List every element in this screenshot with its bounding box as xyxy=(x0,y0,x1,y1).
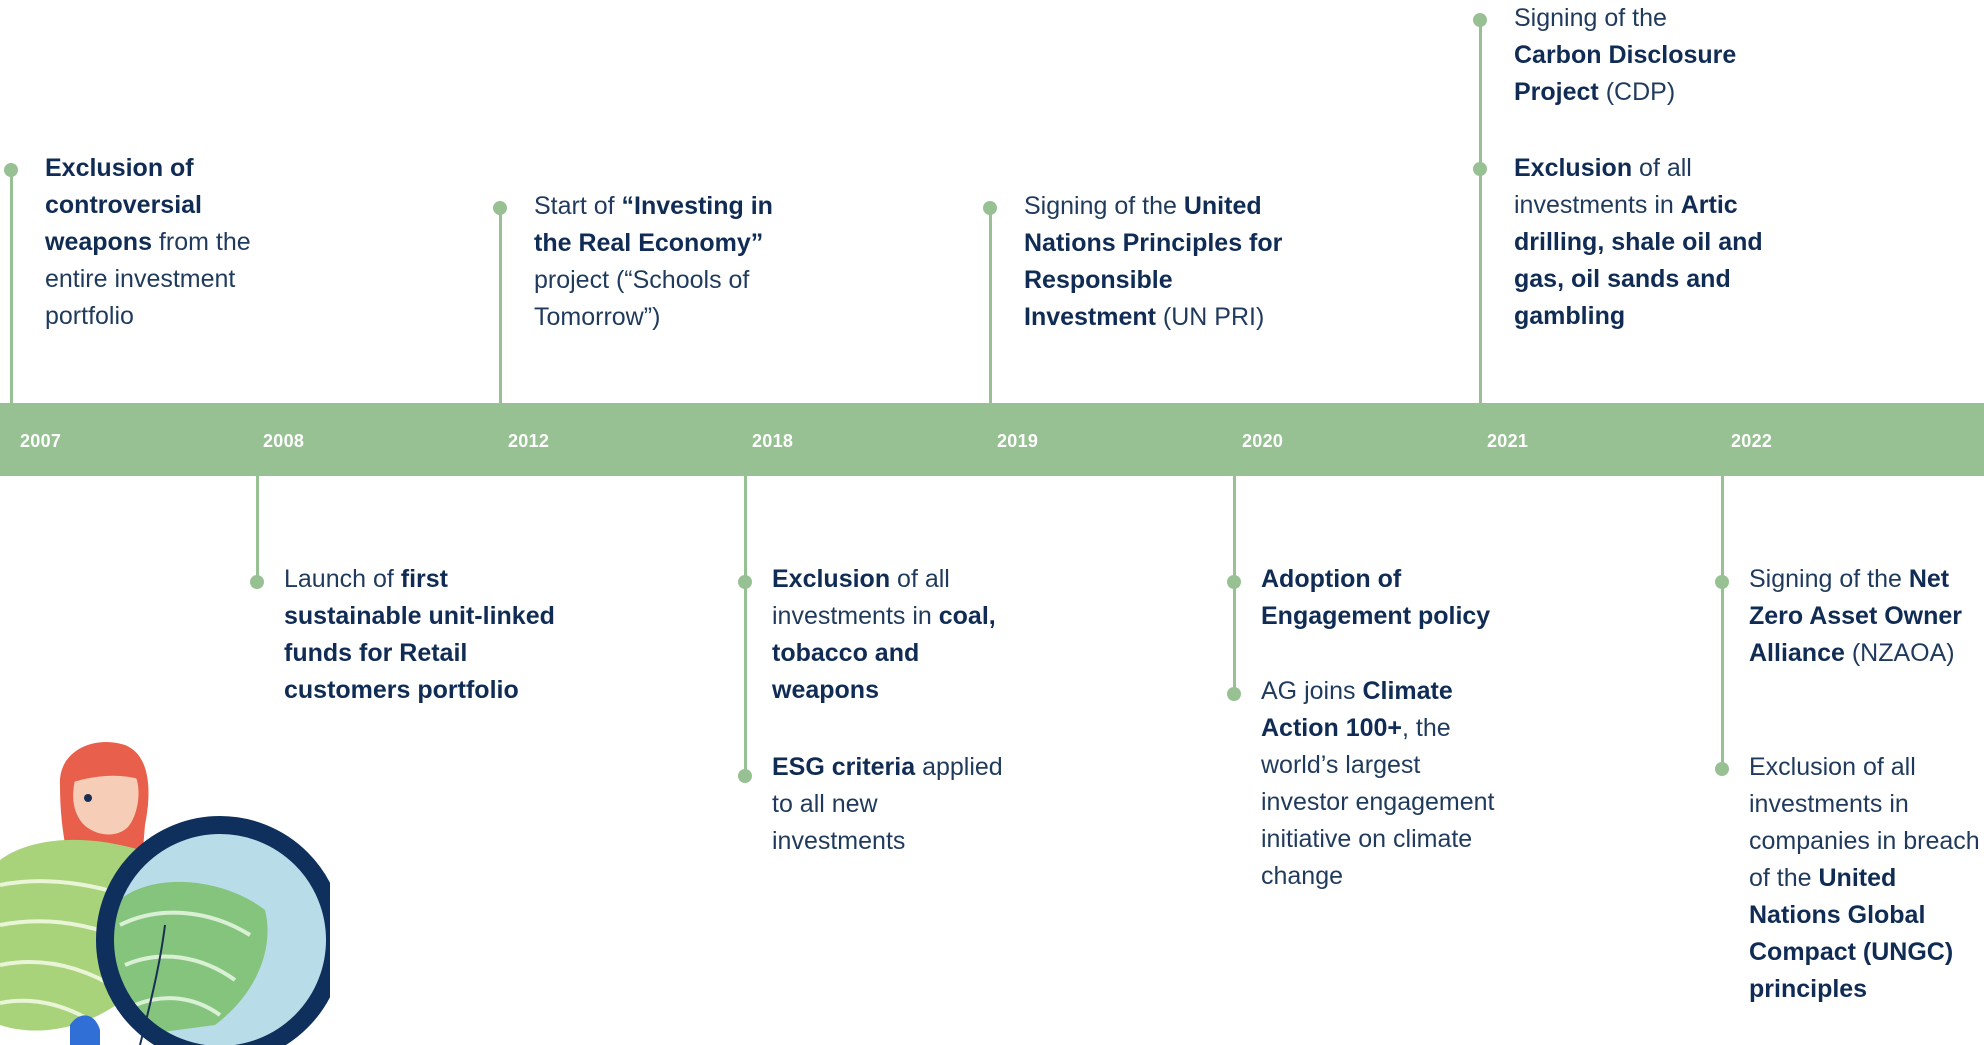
event-2022-nzaoa-bold: Net Zero Asset Owner Alliance xyxy=(1749,565,1963,667)
marker-2008 xyxy=(250,575,264,589)
event-2021-cdp-bold: Carbon Disclosure Project xyxy=(1514,41,1737,106)
year-label-2020: 2020 xyxy=(1242,431,1284,451)
year-label-2007: 2007 xyxy=(20,431,62,451)
event-2020-ca100: AG joins Climate Action 100+, the world’… xyxy=(1261,677,1495,890)
event-2020-engagement: Adoption of Engagement policy xyxy=(1261,561,1511,635)
event-2022-ungc-bold: United Nations Global Compact (UNGC) pri… xyxy=(1749,864,1954,1003)
connector-2007 xyxy=(10,170,13,403)
event-2008-bold: first sustainable unit-linked funds for … xyxy=(284,565,555,704)
marker-2018-b xyxy=(738,769,752,783)
event-2022-ungc: Exclusion of all investments in companie… xyxy=(1749,753,1980,1003)
person-face xyxy=(73,762,139,835)
magnifying-glass-illustration xyxy=(0,741,330,1045)
marker-2007 xyxy=(4,163,18,177)
event-2012-bold: “Investing in the Real Economy” xyxy=(534,192,773,257)
event-2022-nzaoa: Signing of the Net Zero Asset Owner Alli… xyxy=(1749,565,1963,667)
event-2018-exclusion: Exclusion of all investments in coal, to… xyxy=(772,565,996,704)
marker-2021-a xyxy=(1473,13,1487,27)
marker-2018-a xyxy=(738,575,752,589)
marker-2020-b xyxy=(1227,687,1241,701)
connector-2018 xyxy=(744,476,747,776)
connector-2022 xyxy=(1721,476,1724,770)
connector-2012 xyxy=(499,208,502,403)
connector-2008 xyxy=(256,476,259,580)
marker-2021-b xyxy=(1473,162,1487,176)
timeline-band xyxy=(0,403,1984,476)
marker-2022-a xyxy=(1715,575,1729,589)
marker-2012 xyxy=(493,201,507,215)
event-2018-esg: ESG criteria applied to all new investme… xyxy=(772,753,1003,855)
event-2020-engagement-bold: Adoption of Engagement policy xyxy=(1261,565,1491,630)
year-label-2019: 2019 xyxy=(997,431,1039,451)
event-2007-bold: Exclusion of controversial weapons xyxy=(45,154,203,256)
event-2019-bold: United Nations Principles for Responsibl… xyxy=(1024,192,1283,331)
event-2007: Exclusion of controversial weapons from … xyxy=(45,154,251,330)
year-label-2022: 2022 xyxy=(1731,431,1773,451)
connector-2021 xyxy=(1479,20,1482,403)
event-2019: Signing of the United Nations Principles… xyxy=(1024,192,1283,331)
event-2021-exclusion-bold: Artic drilling, shale oil and gas, oil s… xyxy=(1514,191,1763,330)
event-2021-exclusion: Exclusion of all investments in Artic dr… xyxy=(1514,154,1763,330)
event-2020-ca100-bold: Climate Action 100+ xyxy=(1261,677,1453,742)
marker-2022-b xyxy=(1715,762,1729,776)
event-2008: Launch of first sustainable unit-linked … xyxy=(284,565,555,704)
event-2018-exclusion-bold: coal, tobacco and weapons xyxy=(772,602,996,704)
marker-2019 xyxy=(983,201,997,215)
connector-2019 xyxy=(989,208,992,403)
event-2012: Start of “Investing in the Real Economy”… xyxy=(534,192,773,331)
marker-2020-a xyxy=(1227,575,1241,589)
event-2018-esg-bold: ESG criteria xyxy=(772,753,916,781)
magnifier-rim xyxy=(96,816,330,1045)
event-2021-cdp: Signing of the Carbon Disclosure Project… xyxy=(1514,4,1737,106)
year-label-2008: 2008 xyxy=(263,431,305,451)
year-label-2012: 2012 xyxy=(508,431,550,451)
year-label-2021: 2021 xyxy=(1487,431,1529,451)
year-label-2018: 2018 xyxy=(752,431,794,451)
